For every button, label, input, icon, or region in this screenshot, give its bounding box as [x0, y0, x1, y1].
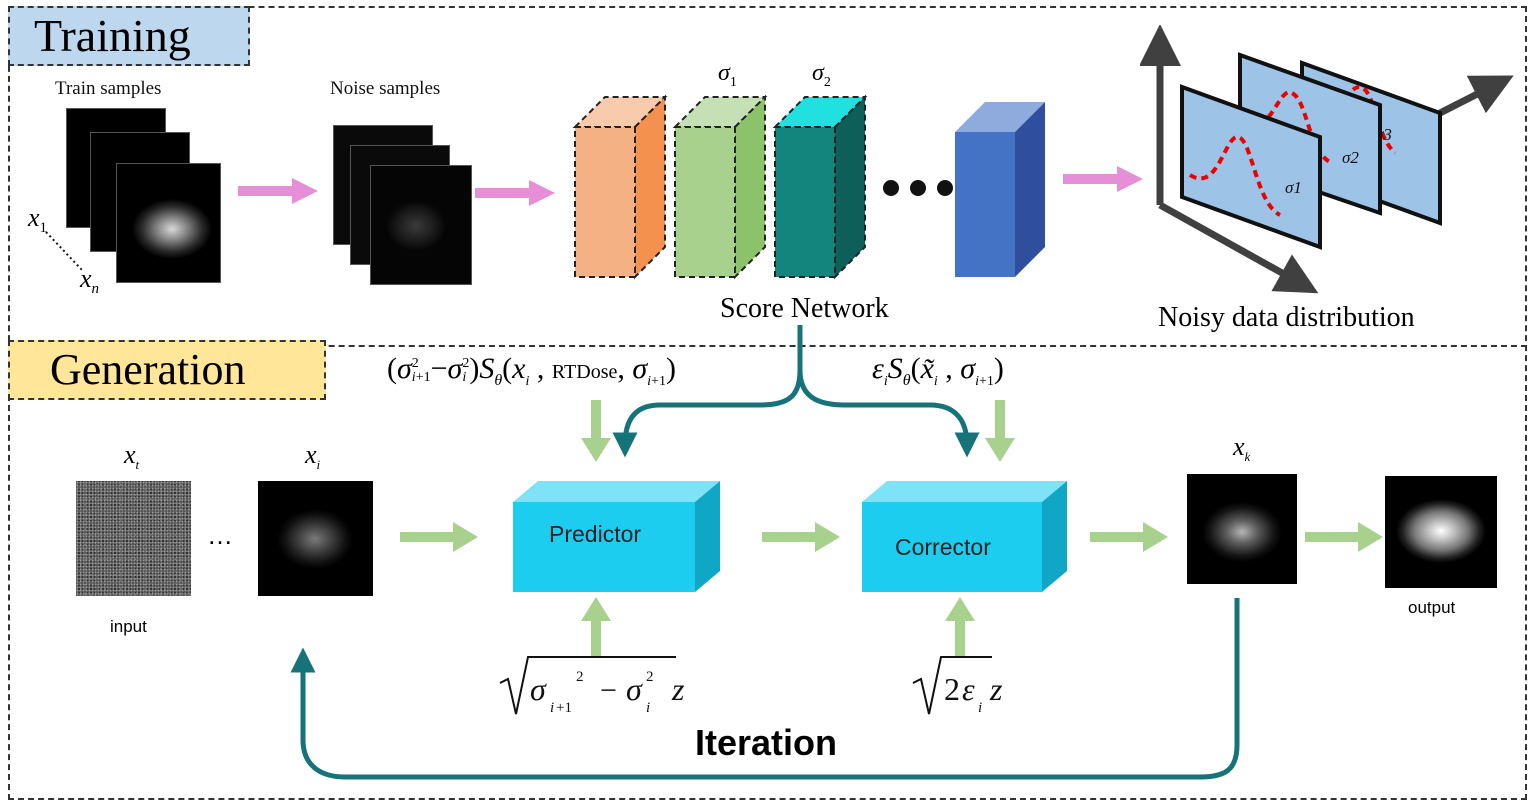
pink-arrow-1 — [238, 178, 318, 204]
network-block-orange — [572, 94, 668, 280]
sigma2-label: σ2 — [812, 60, 831, 90]
xt-label: xt — [124, 440, 140, 473]
output-label: output — [1408, 598, 1456, 617]
noisy-distribution-plot: σ3 σ2 σ1 — [1140, 25, 1514, 294]
train-sample-image-front — [116, 163, 221, 283]
corrector-box — [862, 481, 1067, 592]
iteration-loop-arrow — [290, 598, 1240, 780]
predictor-box — [513, 481, 720, 592]
pink-arrow-3 — [1063, 166, 1143, 192]
network-block-blue — [955, 102, 1045, 277]
ellipsis-dot — [937, 180, 953, 196]
ellipsis-dot — [883, 180, 899, 196]
svg-text:ε: ε — [962, 671, 975, 707]
iteration-label: Iteration — [695, 722, 838, 763]
input-label: input — [110, 617, 147, 636]
train-samples-label: Train samples — [55, 78, 162, 99]
distribution-panel-1: σ1 — [1180, 84, 1322, 250]
network-block-green — [672, 94, 768, 280]
corrector-noise-formula: 2 ε i z — [912, 656, 1003, 716]
noise-samples-label: Noise samples — [330, 78, 441, 99]
axis-horizontal — [1438, 75, 1514, 117]
svg-text:2: 2 — [646, 669, 654, 685]
xk-label: xk — [1233, 432, 1251, 465]
svg-text:i: i — [646, 700, 650, 716]
xk-image — [1187, 474, 1297, 584]
svg-text:i: i — [978, 700, 982, 716]
sigma1-label: σ1 — [718, 60, 737, 90]
svg-text:σ1: σ1 — [1285, 178, 1302, 197]
figure-frame — [8, 6, 1527, 800]
svg-text:z: z — [989, 671, 1003, 707]
svg-text:σ2: σ2 — [1342, 148, 1359, 167]
green-arrows — [400, 400, 1383, 658]
generation-section-title: Generation — [8, 340, 326, 400]
corrector-label: Corrector — [895, 534, 991, 560]
axis-depth — [1158, 201, 1319, 294]
svg-text:2: 2 — [576, 669, 584, 685]
xi-label: xi — [305, 440, 321, 473]
svg-text:σ: σ — [530, 671, 547, 707]
xn-label: xn — [80, 264, 100, 298]
ellipsis-label: … — [207, 520, 233, 550]
dotted-connector — [45, 231, 83, 271]
svg-text:σ: σ — [626, 671, 643, 707]
score-to-predictor-arrow — [612, 325, 803, 458]
svg-text:z: z — [671, 671, 685, 707]
network-block-teal — [772, 94, 868, 280]
section-divider — [8, 345, 1527, 347]
corrector-score-formula: εiSθ(x̃i , σi+1) — [872, 352, 1004, 389]
output-image — [1385, 476, 1497, 588]
xi-image — [258, 481, 373, 596]
score-network-label: Score Network — [720, 293, 889, 324]
ellipsis-dot — [910, 180, 926, 196]
score-to-corrector-arrow — [797, 369, 980, 458]
predictor-label: Predictor — [549, 521, 642, 547]
svg-text:i: i — [550, 700, 554, 716]
x1-label: x1 — [28, 203, 48, 237]
score-network-blocks — [572, 94, 1045, 280]
svg-text:−: − — [600, 674, 617, 707]
svg-text:2: 2 — [944, 671, 960, 707]
pink-arrow-2 — [475, 180, 555, 206]
training-section-title: Training — [8, 6, 250, 66]
noisy-distribution-label: Noisy data distribution — [1158, 302, 1415, 333]
predictor-noise-formula: σ i +1 2 − σ i 2 z — [499, 656, 685, 716]
svg-text:+1: +1 — [556, 700, 572, 716]
input-noise-image — [76, 481, 191, 596]
noise-sample-image-front — [370, 165, 472, 285]
